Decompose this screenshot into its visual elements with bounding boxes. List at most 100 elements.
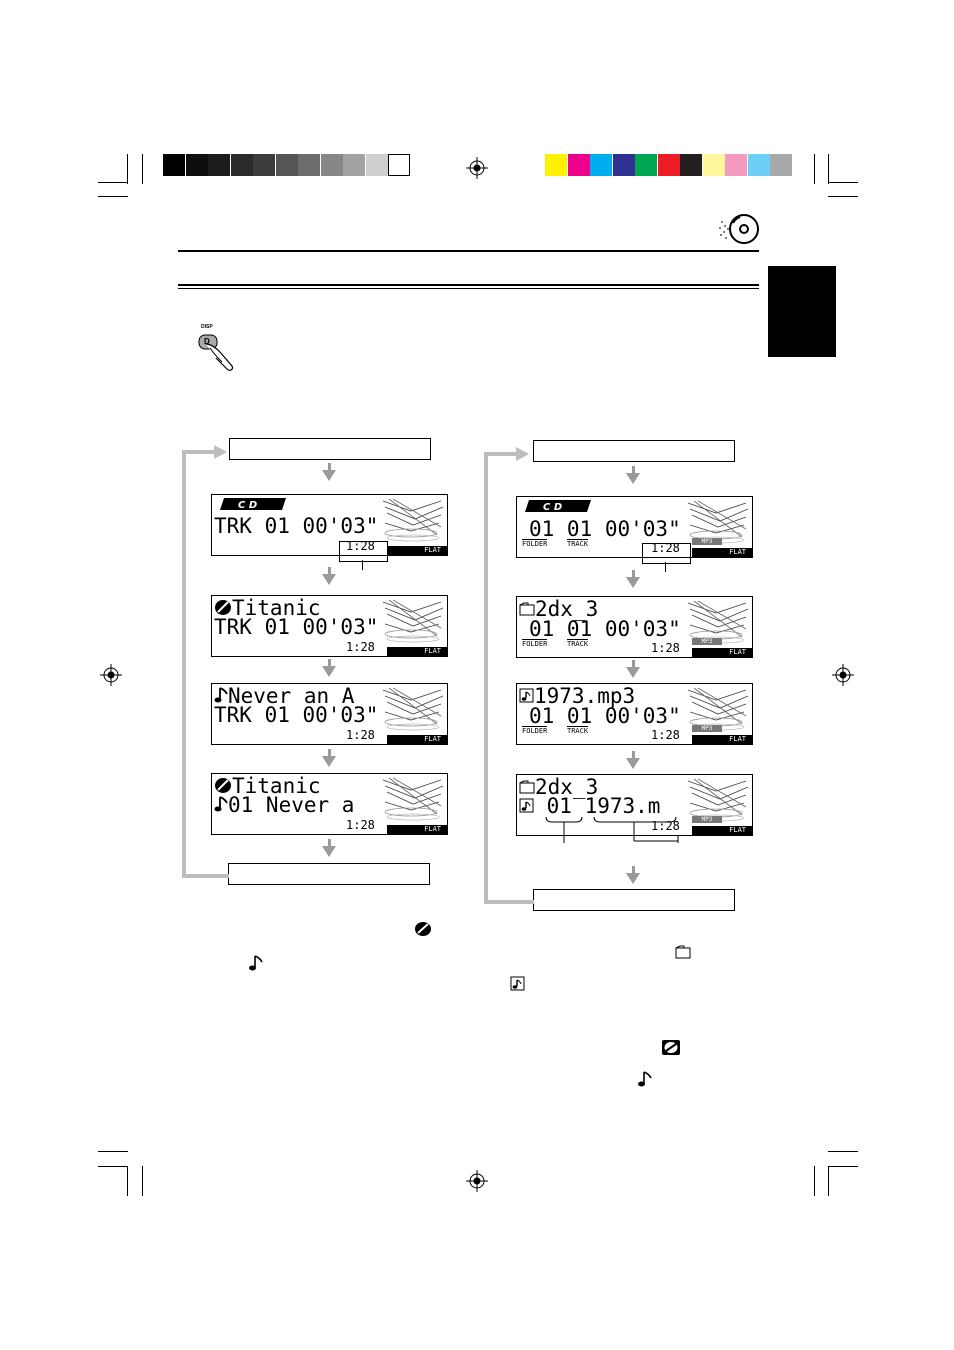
clock-time: 1:28 [651, 728, 680, 742]
color-swatch [770, 154, 792, 176]
mp3-indicator: MP3 [692, 638, 722, 645]
track-label: TRACK [567, 726, 589, 735]
color-swatch [635, 154, 657, 176]
clock-callout-line [362, 560, 363, 570]
disp-button[interactable]: DISP D [196, 324, 242, 374]
crop-mark [814, 1166, 815, 1196]
left-loop-arrowhead [214, 445, 227, 459]
lcd-title: Titanic [232, 596, 321, 620]
gray-swatch [185, 154, 208, 176]
disc-inverse-icon [662, 1040, 680, 1055]
lcd-track: 01 Never a [228, 793, 355, 817]
crop-mark [98, 196, 128, 197]
cd-disc-icon [719, 214, 759, 244]
eq-mode: FLAT [387, 735, 447, 744]
mp3-indicator: MP3 [692, 816, 722, 823]
flow-arrow [626, 577, 640, 588]
lcd-line2: TRK 01 00'03" [214, 615, 379, 639]
crop-mark [98, 182, 128, 183]
crop-mark [828, 1166, 829, 1196]
spectrum-graphic [382, 498, 444, 542]
disp-button-icon [198, 334, 234, 371]
flow-arrow-stem [632, 866, 635, 874]
right-end-box [533, 889, 735, 911]
gray-swatch [230, 154, 253, 176]
left-loop-line [182, 874, 229, 878]
eq-mode: FLAT [692, 648, 752, 657]
lcd-title: Titanic [232, 774, 321, 798]
spectrum-graphic [382, 599, 444, 643]
crop-mark [814, 154, 815, 184]
folder-icon [519, 602, 535, 616]
registration-mark-icon [466, 157, 488, 179]
right-loop-line [484, 900, 534, 904]
gray-swatch [208, 154, 230, 176]
folder-label: FOLDER [522, 639, 548, 648]
gray-swatch [275, 154, 298, 176]
lcd-line2: 01 Never a [214, 794, 354, 816]
color-swatch [725, 154, 747, 176]
flow-arrow [626, 758, 640, 769]
clock-callout [642, 543, 691, 564]
disc-title-icon [415, 922, 431, 936]
lcd-line1: 1973.mp3 [519, 685, 635, 707]
file-icon [519, 688, 534, 703]
clock-time: 1:28 [346, 640, 375, 654]
crop-mark [828, 196, 858, 197]
lcd-line2: 01 01 00'03" [529, 517, 681, 541]
flow-arrow [626, 473, 640, 484]
folder-label: FOLDER [522, 726, 548, 735]
registration-mark-icon [832, 664, 854, 686]
clock-time: 1:28 [346, 818, 375, 832]
gray-swatch [365, 154, 388, 176]
disc-title-icon [215, 600, 231, 615]
crop-mark [127, 154, 128, 184]
crop-mark [142, 1166, 143, 1196]
color-swatch [612, 154, 635, 176]
gray-swatch [320, 154, 343, 176]
clock-time: 1:28 [651, 641, 680, 655]
section-rule [178, 284, 759, 286]
flow-arrow [626, 667, 640, 678]
left-loop-line [182, 450, 218, 454]
lcd-line1: 2dx_3 [519, 598, 598, 620]
track-label: TRACK [567, 639, 589, 648]
lcd-title: 1973.mp3 [534, 684, 636, 708]
flow-arrow [322, 470, 336, 481]
gray-swatch [388, 154, 410, 176]
folder-label: FOLDER [522, 539, 548, 548]
lcd-line2: 01 01 00'03" [529, 704, 681, 728]
flow-arrow [322, 846, 336, 857]
track-note-icon [214, 687, 228, 703]
eq-mode: FLAT [692, 735, 752, 744]
clock-time: 1:28 [346, 728, 375, 742]
color-swatch [747, 154, 770, 176]
gray-swatch [253, 154, 275, 176]
flow-arrow [626, 873, 640, 884]
lcd-line1: Never an A [214, 685, 354, 707]
crop-mark [828, 1166, 858, 1167]
eq-mode: FLAT [692, 548, 752, 557]
gray-swatch [163, 154, 185, 176]
color-swatch [680, 154, 702, 176]
lcd-line1: Titanic [214, 597, 321, 619]
crop-mark [98, 1166, 128, 1167]
track-note-icon [638, 1071, 652, 1087]
clock-time: 1:28 [651, 819, 680, 833]
eq-mode: FLAT [692, 826, 752, 835]
flow-arrow-stem [328, 749, 331, 757]
crop-mark [828, 182, 858, 183]
flow-arrow [322, 756, 336, 767]
lcd-line2: 01 1973.m [519, 795, 660, 817]
right-start-box [533, 440, 735, 462]
right-loop-line [484, 452, 488, 904]
left-loop-line [182, 450, 186, 878]
lcd-title: Never an A [228, 684, 355, 708]
mp3-indicator: MP3 [692, 538, 722, 545]
header-rule [178, 250, 759, 252]
svg-text:C D: C D [238, 500, 257, 510]
lcd-title: 2dx_3 [535, 775, 599, 799]
